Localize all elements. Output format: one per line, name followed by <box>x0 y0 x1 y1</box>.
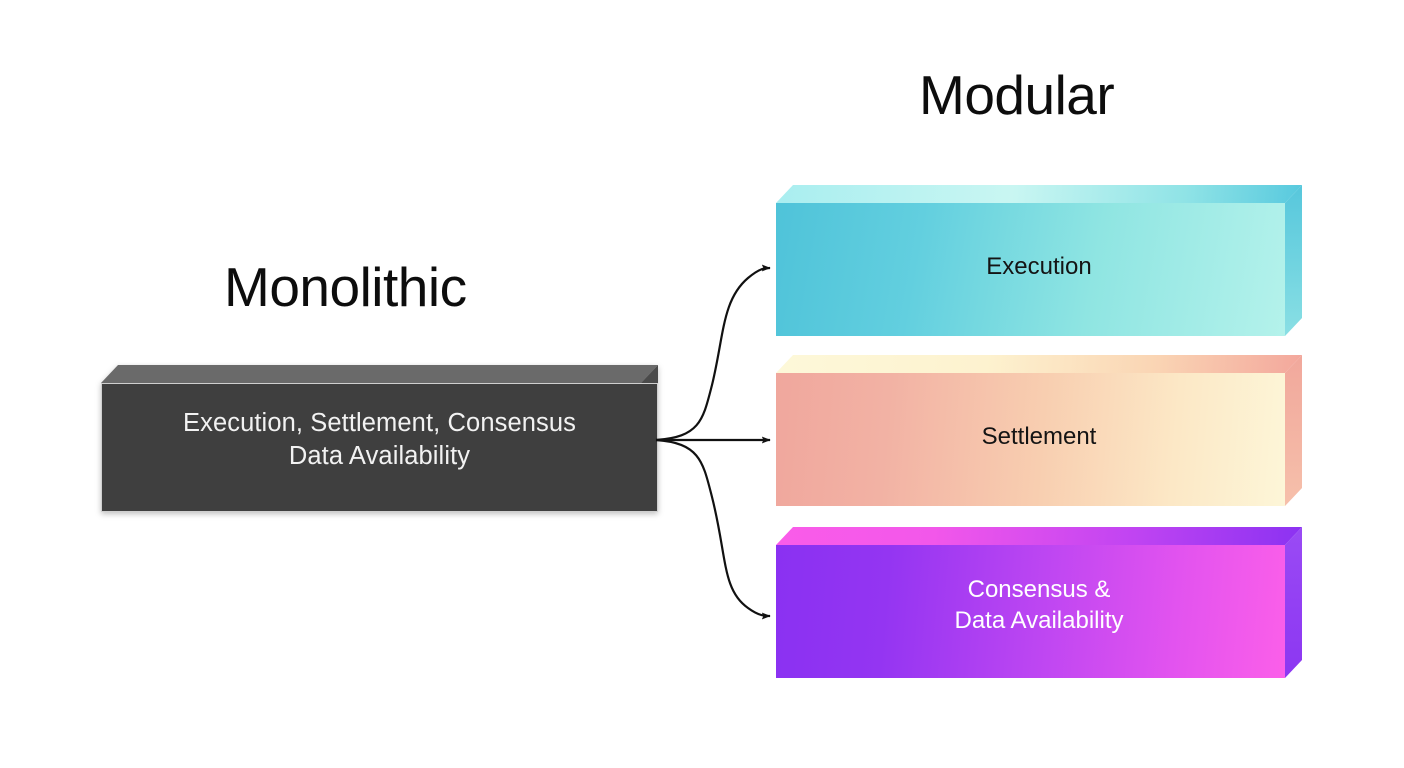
monolithic-box[interactable]: Execution, Settlement, Consensus Data Av… <box>101 365 658 512</box>
consensus-box-top-face <box>776 527 1302 545</box>
consensus-box[interactable]: Consensus & Data Availability <box>776 527 1302 678</box>
page-title-monolithic: Monolithic <box>224 256 467 318</box>
consensus-box-front-face <box>776 545 1285 678</box>
settlement-box[interactable]: Settlement <box>776 355 1302 506</box>
monolithic-box-top-face <box>101 365 658 383</box>
settlement-box-front-face <box>776 373 1285 506</box>
arrow-to-consensus <box>655 438 771 620</box>
arrow-to-execution <box>655 264 771 442</box>
page-title-modular: Modular <box>919 64 1115 126</box>
execution-box-front-face <box>776 203 1285 336</box>
execution-box-right-face <box>1285 185 1302 336</box>
monolithic-box-front-face <box>101 383 658 512</box>
consensus-box-right-face <box>1285 527 1302 678</box>
execution-box-top-face <box>776 185 1302 203</box>
execution-box[interactable]: Execution <box>776 185 1302 336</box>
settlement-box-right-face <box>1285 355 1302 506</box>
settlement-box-top-face <box>776 355 1302 373</box>
